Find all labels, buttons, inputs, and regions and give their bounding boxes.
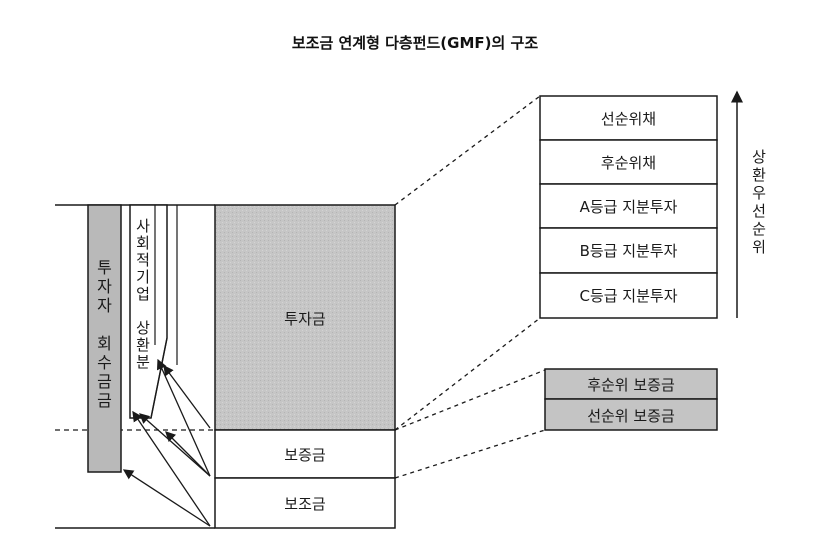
repayment-bar-slant xyxy=(150,337,168,419)
vertical-char: 사 xyxy=(136,217,150,235)
vertical-char: 위 xyxy=(752,238,766,256)
vertical-char: 회 xyxy=(136,234,150,252)
guarantee-box-junior xyxy=(544,368,718,400)
investment-label: 투자금 xyxy=(284,310,326,328)
vertical-char: 상 xyxy=(752,148,766,166)
vertical-char: 분 xyxy=(136,353,150,371)
connector-top xyxy=(394,95,541,206)
subsidy-block xyxy=(214,477,396,529)
arrow-investment-to-slant xyxy=(163,364,211,429)
guarantee-label: 보증금 xyxy=(284,446,326,464)
tranche-label-4: B등급 지분투자 xyxy=(579,242,678,260)
tranche-box-4 xyxy=(539,227,718,274)
investment-block xyxy=(214,204,396,431)
tranche-label-3: A등급 지분투자 xyxy=(579,198,678,216)
vertical-char: 순 xyxy=(752,220,766,238)
vertical-char: 자 xyxy=(97,277,112,296)
arrow-subsidy-to-recovery xyxy=(122,469,211,527)
connector-guarantee-bottom xyxy=(394,429,546,479)
vertical-char: 자 xyxy=(97,296,112,315)
vertical-char: 환 xyxy=(136,336,150,354)
arrow-guarantee-to-repayment xyxy=(139,413,211,477)
guarantee-junior-label: 후순위 보증금 xyxy=(587,376,675,394)
vertical-char: 우 xyxy=(752,184,766,202)
vertical-char: 환 xyxy=(752,166,766,184)
vertical-char: 금 xyxy=(97,391,112,410)
tranche-box-5 xyxy=(539,272,718,319)
diagram-title: 보조금 연계형 다층펀드(GMF)의 구조 xyxy=(291,34,539,52)
arrow-lower-to-guarantee xyxy=(165,431,211,477)
investor-recovery-bar xyxy=(87,204,122,473)
tranche-label-2: 후순위채 xyxy=(600,154,657,172)
vertical-char: 선 xyxy=(752,202,766,220)
vertical-char: 업 xyxy=(136,285,150,303)
connector-guarantee-top xyxy=(394,369,546,431)
vertical-char: 회 xyxy=(97,334,112,353)
arrow-subsidy-to-repayment xyxy=(132,410,211,527)
arrow-guarantee-to-slant xyxy=(156,358,211,477)
connector-bottom xyxy=(394,317,541,431)
vertical-char xyxy=(131,303,155,320)
tranche-label-1: 선순위채 xyxy=(600,110,657,128)
vertical-char: 금 xyxy=(97,372,112,391)
tranche-label-5: C등급 지분투자 xyxy=(579,287,678,305)
guarantee-senior-label: 선순위 보증금 xyxy=(587,407,675,425)
guarantee-block xyxy=(214,429,396,479)
vertical-char: 투 xyxy=(97,258,112,277)
vertical-char: 수 xyxy=(97,353,112,372)
vertical-char: 상 xyxy=(136,319,150,337)
tranche-box-2 xyxy=(539,139,718,185)
vertical-char: 적 xyxy=(136,251,150,269)
subsidy-label: 보조금 xyxy=(284,495,326,513)
guarantee-box-senior xyxy=(544,398,718,431)
vertical-char xyxy=(88,315,121,334)
vertical-char: 기 xyxy=(136,268,150,286)
